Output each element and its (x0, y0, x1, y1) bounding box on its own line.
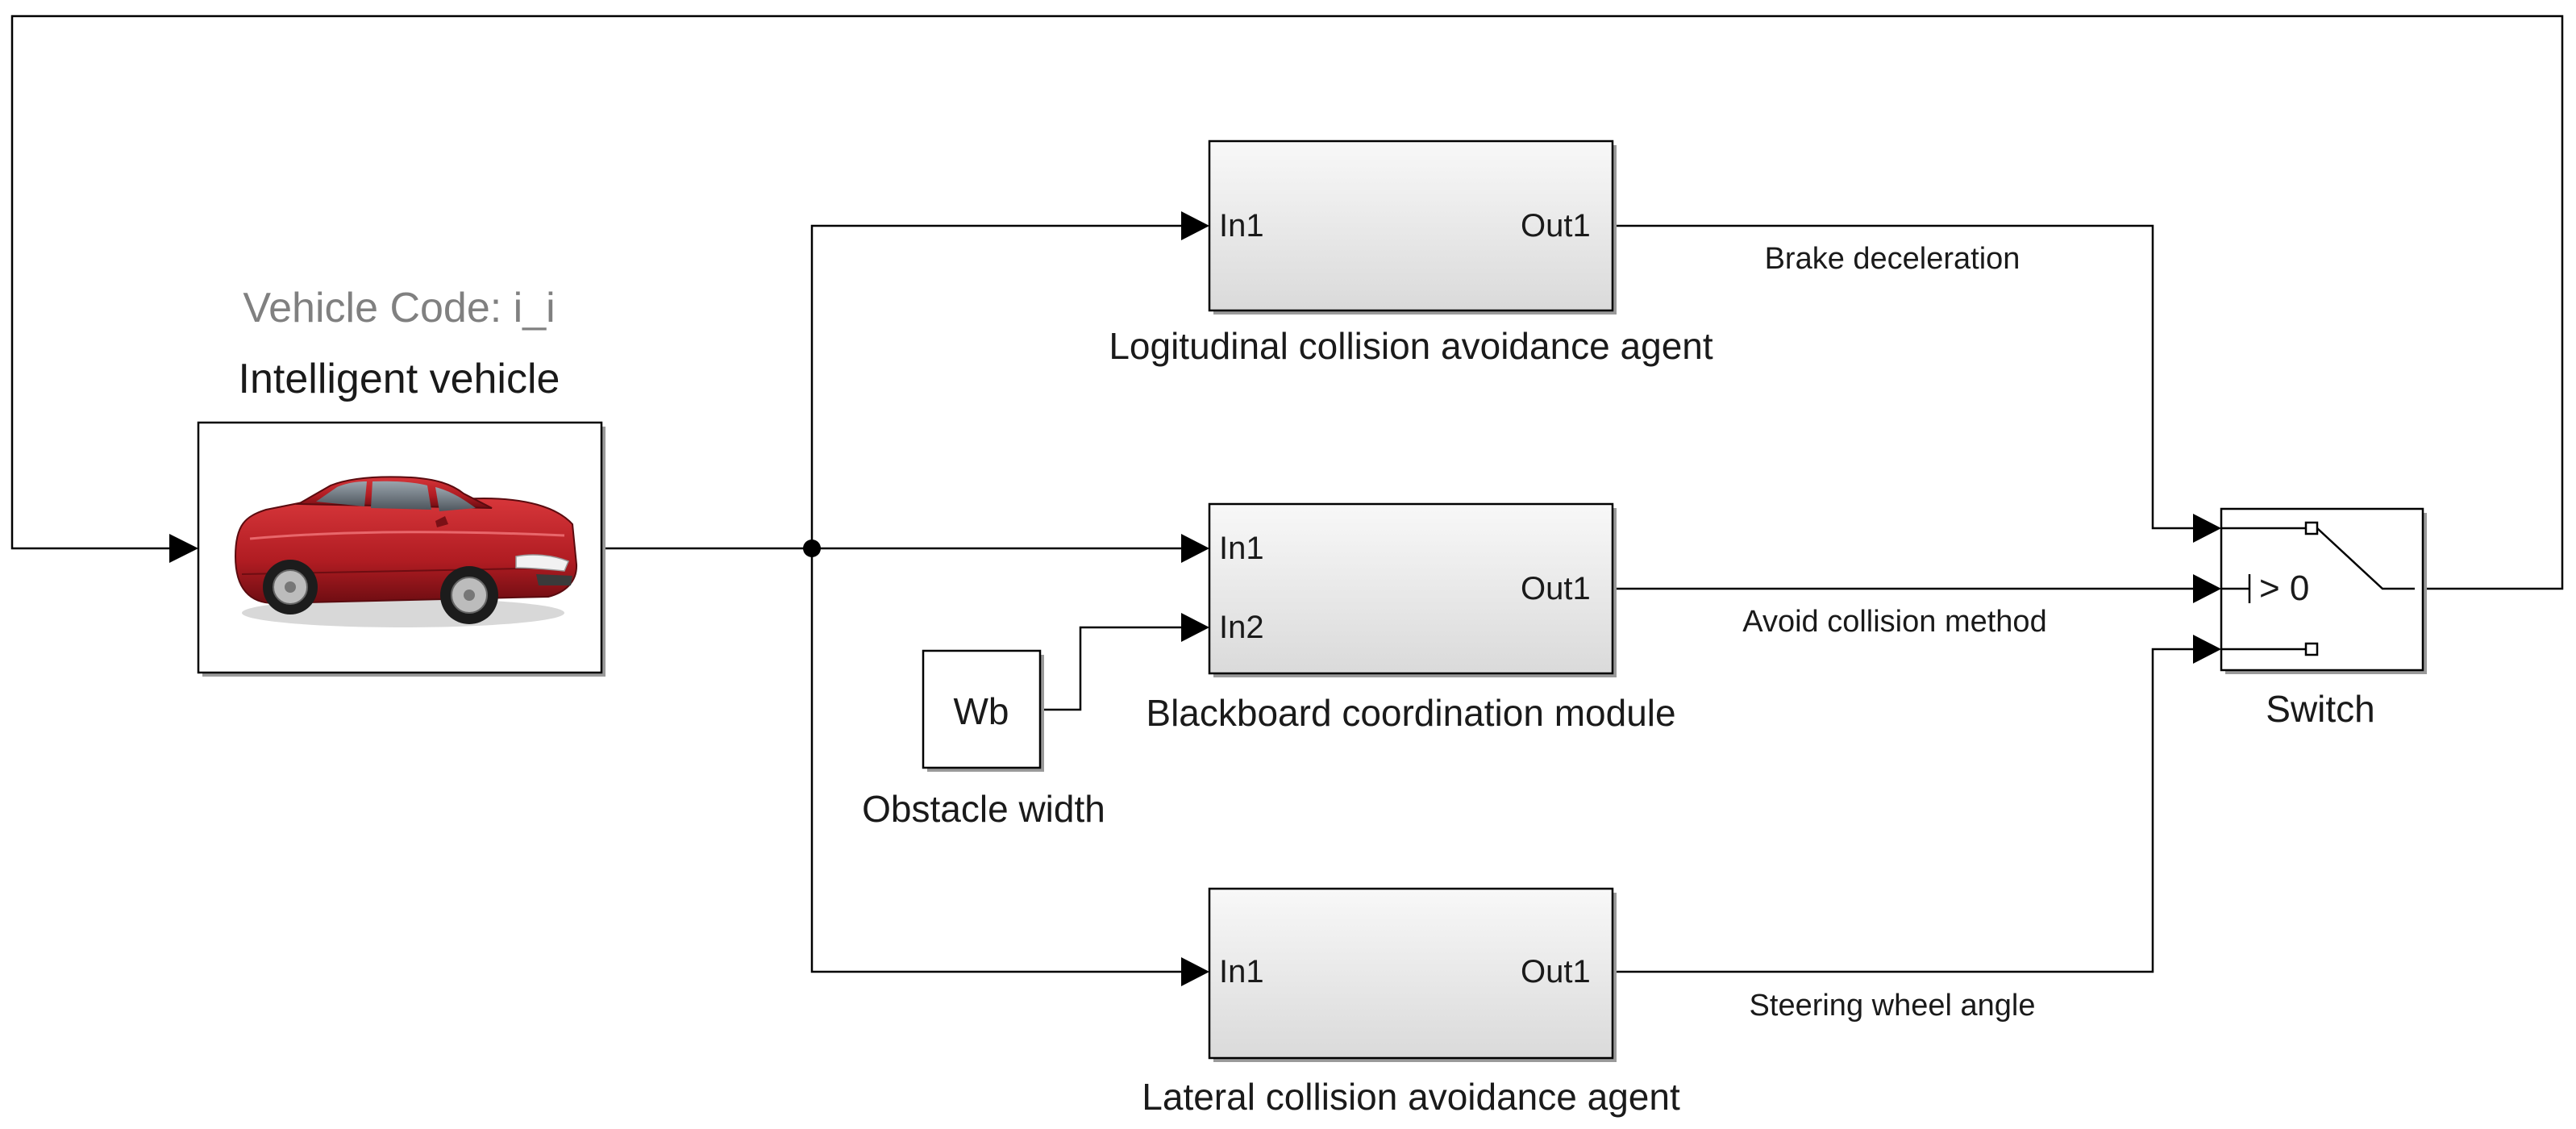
signal-lines (10, 15, 2564, 973)
arrow-switch-in3 (2193, 635, 2221, 664)
arrow-switch-in1 (2193, 514, 2221, 543)
arrow-lateral-in1 (1181, 957, 1209, 986)
constant-value-label: Wb (953, 690, 1009, 732)
arrow-switch-in2 (2193, 574, 2221, 603)
longitudinal-name-label: Logitudinal collision avoidance agent (1109, 325, 1713, 367)
lateral-agent-block[interactable] (1208, 887, 1617, 1062)
feedback-line[interactable] (10, 15, 2564, 590)
signal-method-label: Avoid collision method (1742, 605, 2047, 639)
steering-line[interactable] (1613, 648, 2193, 973)
lateral-out1-label: Out1 (1521, 954, 1591, 989)
arrow-blackboard-in2 (1181, 613, 1209, 642)
signal-steering-label: Steering wheel angle (1749, 989, 2036, 1023)
branch-point (803, 540, 821, 557)
lateral-name-label: Lateral collision avoidance agent (1142, 1076, 1680, 1118)
arrow-blackboard-in1 (1181, 534, 1209, 563)
vehicle-name-label: Intelligent vehicle (238, 356, 560, 402)
constant-wb-block[interactable] (922, 649, 1044, 772)
arrow-vehicle-in (169, 534, 198, 563)
lateral-in1-label: In1 (1219, 954, 1264, 989)
blackboard-in2-label: In2 (1219, 610, 1264, 645)
switch-icon (2221, 521, 2415, 656)
signal-brake-label: Brake deceleration (1764, 242, 2020, 276)
blackboard-in1-label: In1 (1219, 531, 1264, 566)
arrow-longitudinal-in1 (1181, 211, 1209, 240)
brake-line[interactable] (1613, 224, 2193, 530)
blackboard-module-block[interactable] (1208, 502, 1617, 677)
longitudinal-agent-block[interactable] (1208, 140, 1617, 315)
car-icon (234, 476, 578, 627)
blackboard-name-label: Blackboard coordination module (1146, 692, 1676, 734)
branch-longitudinal-in1[interactable] (810, 224, 1181, 548)
blackboard-out1-label: Out1 (1521, 571, 1591, 606)
vehicle-code-label: Vehicle Code: i_i (243, 285, 556, 331)
switch-name-label: Switch (2266, 688, 2375, 730)
longitudinal-out1-label: Out1 (1521, 208, 1591, 244)
switch-block[interactable] (2220, 507, 2427, 674)
switch-threshold-label: > 0 (2259, 569, 2310, 608)
branch-lateral-in1[interactable] (810, 548, 1181, 973)
constant-name-label: Obstacle width (862, 788, 1105, 830)
arrowheads (169, 211, 2221, 986)
wb-line[interactable] (1044, 626, 1181, 711)
longitudinal-in1-label: In1 (1219, 208, 1264, 244)
car-wheels (263, 560, 498, 624)
